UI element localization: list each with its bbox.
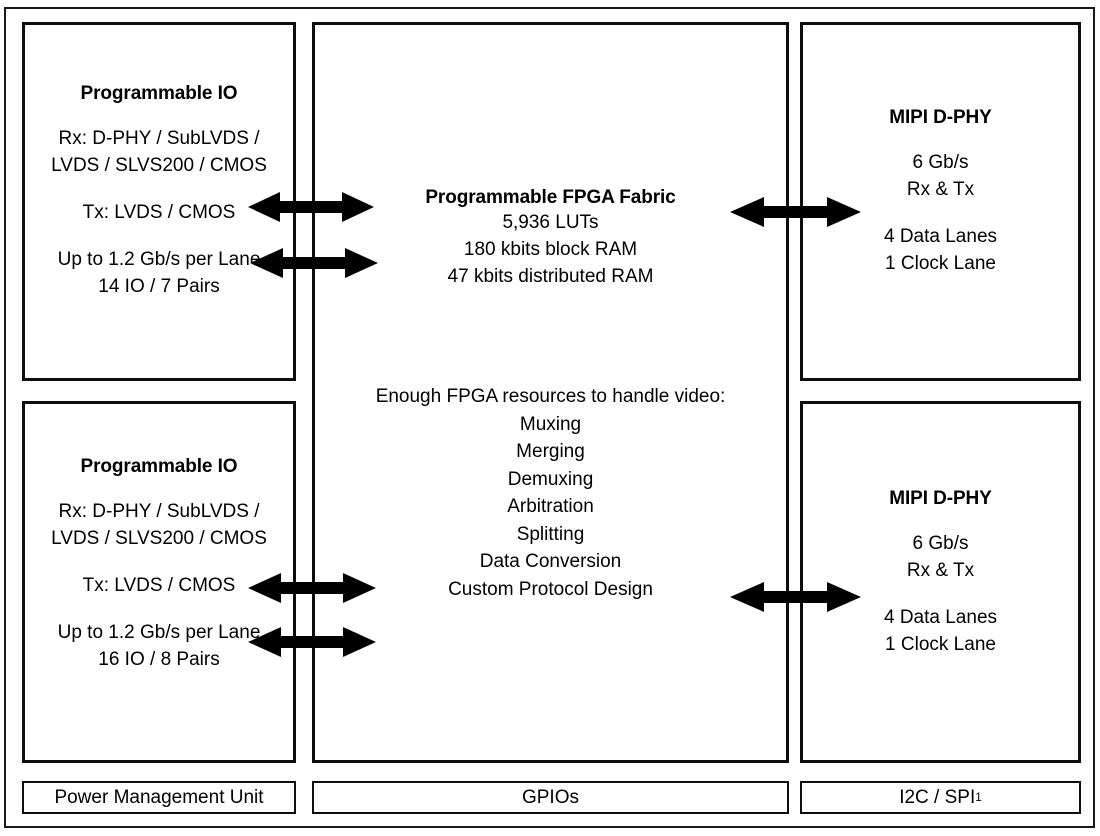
footer-power-management-unit: Power Management Unit [22,781,296,814]
arrow-fabric-to-dphy-bottom [730,580,861,614]
io-top-rate: Up to 1.2 Gb/s per Lane [57,249,261,270]
dphy-top-data-lanes: 4 Data Lanes [883,226,998,247]
block-programmable-io-bottom: Programmable IO Rx: D-PHY / SubLVDS / LV… [22,401,296,763]
io-top-tx: Tx: LVDS / CMOS [82,202,236,223]
fabric-resource-item: Merging [516,441,585,462]
io-bottom-rx-line1: Rx: D-PHY / SubLVDS / [58,501,260,522]
dphy-top-title: MIPI D-PHY [889,107,992,128]
dphy-bottom-data-lanes: 4 Data Lanes [883,607,998,628]
block-mipi-dphy-top: MIPI D-PHY 6 Gb/s Rx & Tx 4 Data Lanes 1… [800,22,1081,381]
fabric-distributed-ram: 47 kbits distributed RAM [447,266,654,287]
fabric-luts: 5,936 LUTs [502,212,599,233]
dphy-top-direction: Rx & Tx [906,179,975,200]
fabric-resource-item: Custom Protocol Design [448,578,653,600]
arrow-fabric-to-dphy-top [730,195,861,229]
fabric-resource-item: Muxing [519,413,582,435]
fabric-resource-item: Arbitration [507,496,594,517]
footer-gpios-label: GPIOs [521,786,579,808]
fabric-title: Programmable FPGA Fabric [425,187,676,208]
io-bottom-rate: Up to 1.2 Gb/s per Lane [57,622,261,643]
io-top-title: Programmable IO [80,83,238,104]
dphy-bottom-clock-lane: 1 Clock Lane [885,634,996,655]
fabric-block-ram: 180 kbits block RAM [463,239,638,260]
footer-power-label: Power Management Unit [54,786,264,808]
fabric-resource-item: Splitting [516,523,585,545]
footer-serial-label: I2C / SPI [899,786,976,808]
arrow-io-top-to-fabric-upper [248,190,374,224]
block-fpga-fabric: Programmable FPGA Fabric 5,936 LUTs 180 … [312,22,789,763]
io-top-rx-line2: LVDS / SLVS200 / CMOS [51,155,267,176]
io-bottom-tx: Tx: LVDS / CMOS [82,575,236,596]
io-top-io-count: 14 IO / 7 Pairs [98,276,220,297]
fabric-resource-item: Data Conversion [479,551,622,572]
fabric-resources-heading: Enough FPGA resources to handle video: [375,386,726,407]
dphy-top-rate: 6 Gb/s [912,152,969,173]
footer-gpios: GPIOs [312,781,789,814]
arrow-io-bottom-to-fabric-upper [248,571,376,605]
fabric-resource-item: Demuxing [507,468,594,490]
io-top-rx-line1: Rx: D-PHY / SubLVDS / [58,128,260,149]
dphy-bottom-title: MIPI D-PHY [889,488,992,509]
block-programmable-io-top: Programmable IO Rx: D-PHY / SubLVDS / LV… [22,22,296,381]
arrow-io-bottom-to-fabric-lower [248,625,376,659]
block-mipi-dphy-bottom: MIPI D-PHY 6 Gb/s Rx & Tx 4 Data Lanes 1… [800,401,1081,763]
dphy-bottom-rate: 6 Gb/s [912,533,969,554]
io-bottom-rx-line2: LVDS / SLVS200 / CMOS [51,528,267,549]
arrow-io-top-to-fabric-lower [250,246,378,280]
dphy-top-clock-lane: 1 Clock Lane [885,253,996,274]
io-bottom-io-count: 16 IO / 8 Pairs [98,649,220,670]
diagram-outer-frame [4,7,1095,828]
dphy-bottom-direction: Rx & Tx [906,560,975,581]
io-bottom-title: Programmable IO [80,456,238,477]
